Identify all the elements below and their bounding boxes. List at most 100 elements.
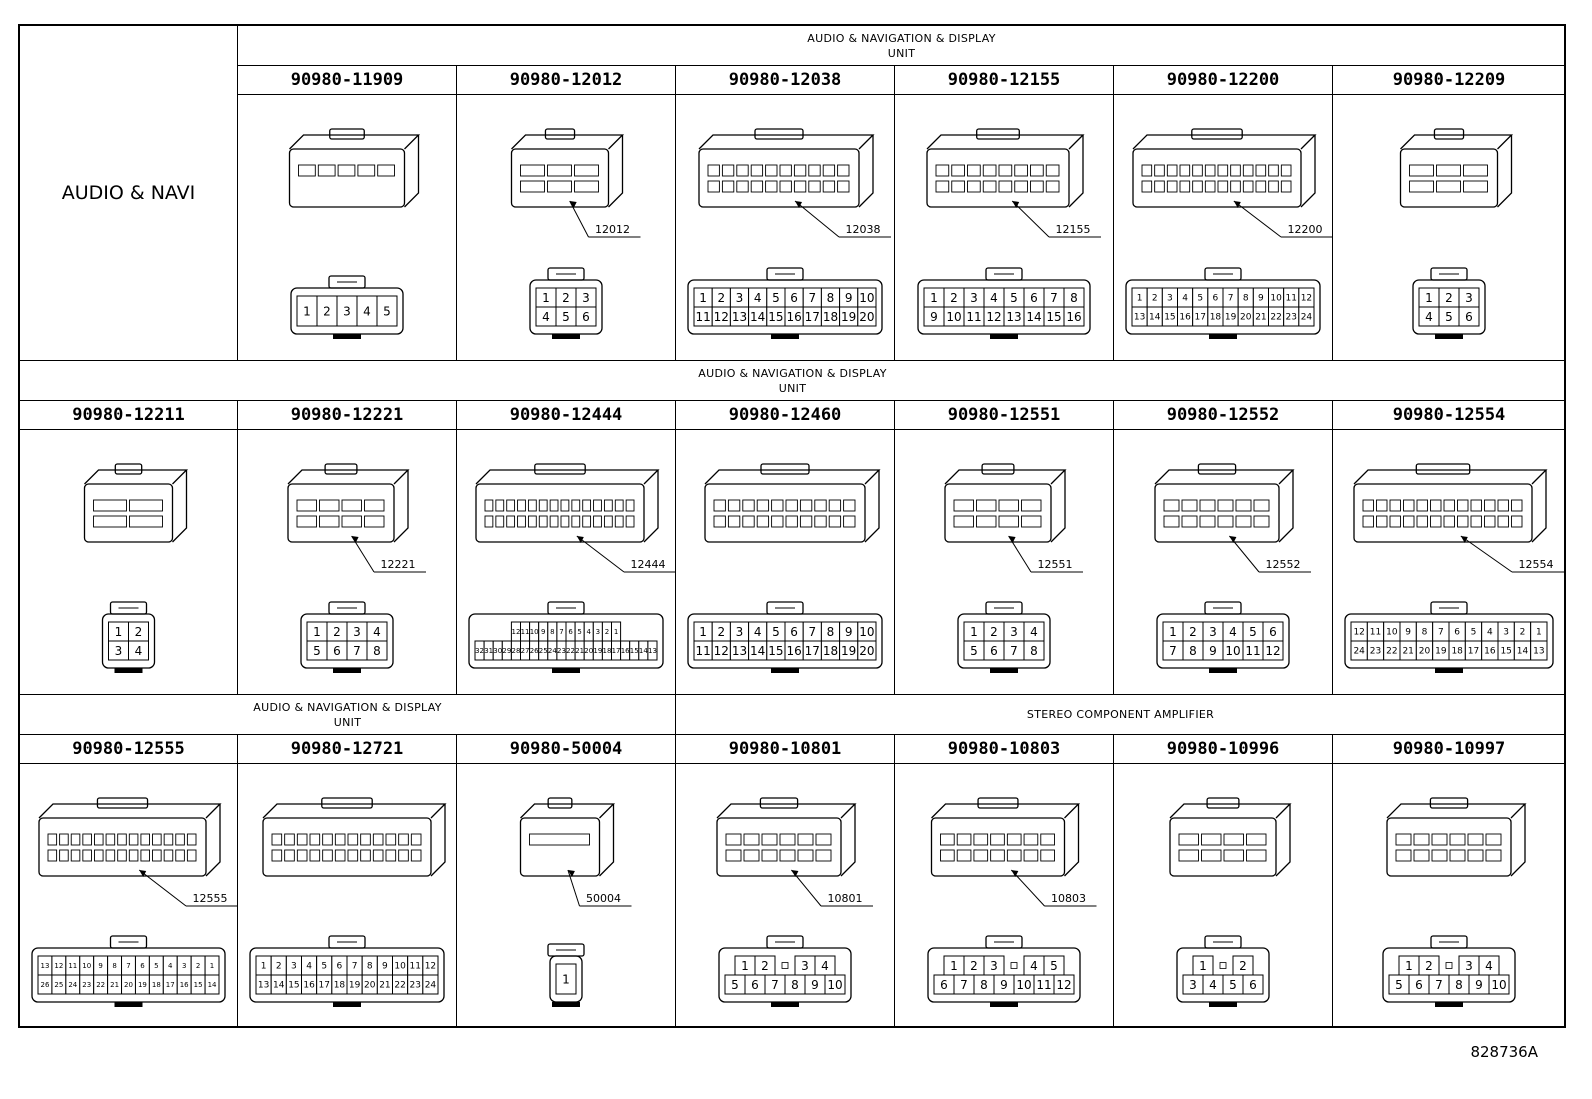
pin-number: 9 (1209, 644, 1217, 658)
pin-number: 2 (605, 628, 609, 636)
part-number: 90980-12221 (238, 401, 457, 430)
pin-number: 4 (135, 644, 143, 658)
pin-number: 3 (1189, 978, 1197, 992)
pin-number: 23 (1286, 313, 1297, 323)
pin-number: 15 (288, 981, 299, 991)
pin-number: 5 (1050, 959, 1058, 973)
part-number: 90980-12551 (895, 401, 1114, 430)
pin-number: 9 (811, 978, 819, 992)
pin-number: 5 (313, 644, 321, 658)
pin-number: 10 (82, 962, 91, 970)
side-label-text: AUDIO & NAVI (61, 182, 196, 204)
pin-number: 12 (986, 310, 1001, 324)
pin-number: 9 (1405, 628, 1411, 638)
part-number-text: 90980-12221 (290, 405, 404, 425)
pin-number: 19 (138, 981, 147, 989)
pin-number: 3 (1167, 294, 1173, 304)
pin-cavity (555, 963, 577, 995)
group-header-line: UNIT (333, 715, 362, 729)
connector-body-sketch: 12444 (475, 463, 675, 573)
pin-number: 14 (208, 981, 217, 989)
pin-number: 12 (714, 644, 729, 658)
pin-number: 9 (541, 628, 545, 636)
part-number-text: 90980-12721 (290, 739, 404, 759)
pin-number: 5 (1229, 978, 1237, 992)
pin-number: 17 (319, 981, 330, 991)
pin-number: 1 (950, 959, 958, 973)
part-number: 90980-12200 (1114, 66, 1333, 95)
part-number-text: 90980-12444 (509, 405, 623, 425)
pin-number: 19 (841, 310, 856, 324)
group-header-line: STEREO COMPONENT AMPLIFIER (1026, 708, 1215, 721)
pin-number: 5 (1395, 978, 1403, 992)
pin-number: 13 (41, 962, 50, 970)
pin-number: 2 (135, 625, 143, 639)
part-number-text: 90980-10997 (1392, 739, 1506, 759)
part-number: 90980-12209 (1333, 66, 1566, 95)
pin-number: 2 (1239, 959, 1247, 973)
pin-number: 17 (1195, 313, 1206, 323)
pin-number: 4 (587, 628, 592, 636)
pin-number: 23 (1370, 647, 1381, 657)
connector-tag: 12555 (193, 892, 228, 905)
connector-body-sketch: 12038 (698, 128, 891, 238)
pin-number: 24 (548, 647, 557, 655)
pin-number: 8 (1030, 644, 1038, 658)
part-number-text: 90980-12038 (728, 70, 842, 90)
pin-number: 9 (1000, 978, 1008, 992)
pin-number: 17 (612, 647, 621, 655)
connector-tag: 12444 (631, 558, 666, 571)
pin-number: 9 (845, 291, 853, 305)
pin-number: 3 (343, 304, 351, 318)
pin-number: 6 (790, 291, 798, 305)
part-number-text: 90980-12211 (72, 405, 185, 425)
pin-number: 8 (980, 978, 988, 992)
pin-number: 11 (695, 310, 710, 324)
pin-number: 8 (827, 291, 835, 305)
pin-number: 5 (1249, 625, 1257, 639)
pin-number: 13 (258, 981, 269, 991)
pin-number: 12 (1353, 628, 1364, 638)
pin-number: 4 (821, 959, 829, 973)
pin-number: 11 (966, 310, 981, 324)
part-number-text: 90980-12155 (947, 70, 1061, 90)
pin-number: 6 (568, 628, 573, 636)
connector-tag: 12155 (1056, 223, 1091, 236)
pin-number: 24 (1301, 313, 1313, 323)
connector-body-sketch: 10803 (930, 797, 1097, 907)
pin-number: 2 (562, 291, 570, 305)
pin-number: 4 (1485, 959, 1493, 973)
pin-number: 1 (210, 962, 214, 970)
pin-number: 6 (1269, 625, 1277, 639)
group-header-line: UNIT (887, 46, 916, 60)
pin-number: 24 (1353, 647, 1365, 657)
pin-number: 4 (1209, 978, 1217, 992)
group-header: STEREO COMPONENT AMPLIFIER (676, 695, 1566, 735)
pin-number: 10 (530, 628, 539, 636)
pin-number: 14 (750, 310, 765, 324)
pin-number: 15 (1046, 310, 1061, 324)
pin-number: 15 (1164, 313, 1175, 323)
pin-number: 18 (823, 310, 838, 324)
pin-number: 10 (859, 291, 874, 305)
pin-number: 12 (714, 310, 729, 324)
pin-number: 8 (373, 644, 381, 658)
pin-number: 22 (566, 647, 575, 655)
pin-number: 21 (110, 981, 119, 989)
pin-number: 12 (1301, 294, 1312, 304)
part-number: 90980-12038 (676, 66, 895, 95)
pin-number: 1 (699, 625, 707, 639)
pin-number: 2 (761, 959, 769, 973)
pin-number: 16 (621, 647, 630, 655)
